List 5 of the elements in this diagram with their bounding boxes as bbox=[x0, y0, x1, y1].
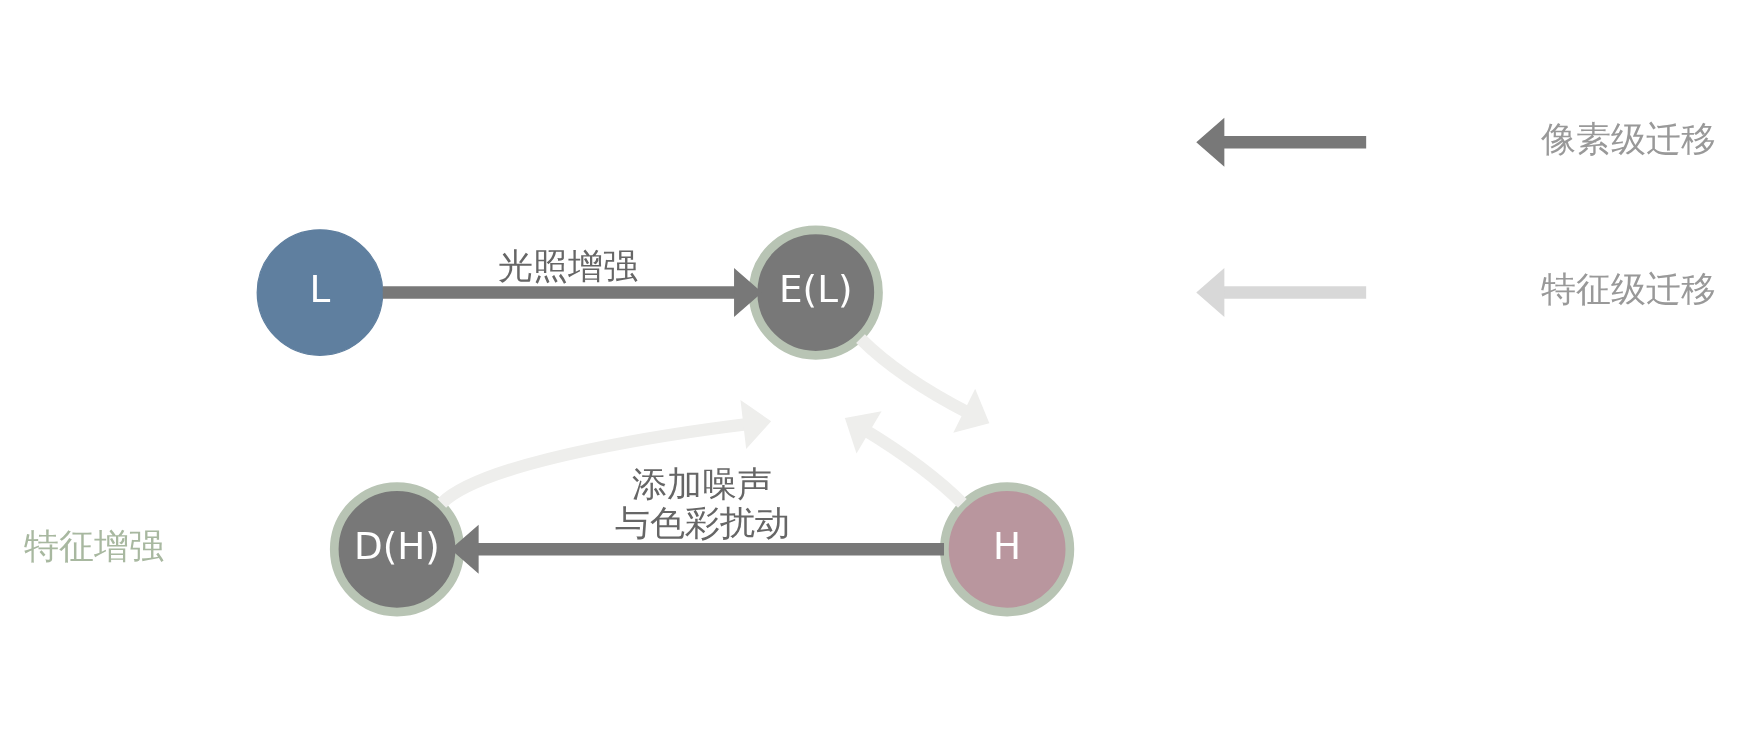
legend-label: 像素级迁移 bbox=[1540, 118, 1716, 159]
legend-label: 特征级迁移 bbox=[1540, 269, 1716, 310]
edge-label: 光照增强 bbox=[497, 246, 638, 287]
label: 特征增强 bbox=[23, 525, 164, 566]
edge-label: 添加噪声与色彩扰动 bbox=[614, 464, 790, 543]
